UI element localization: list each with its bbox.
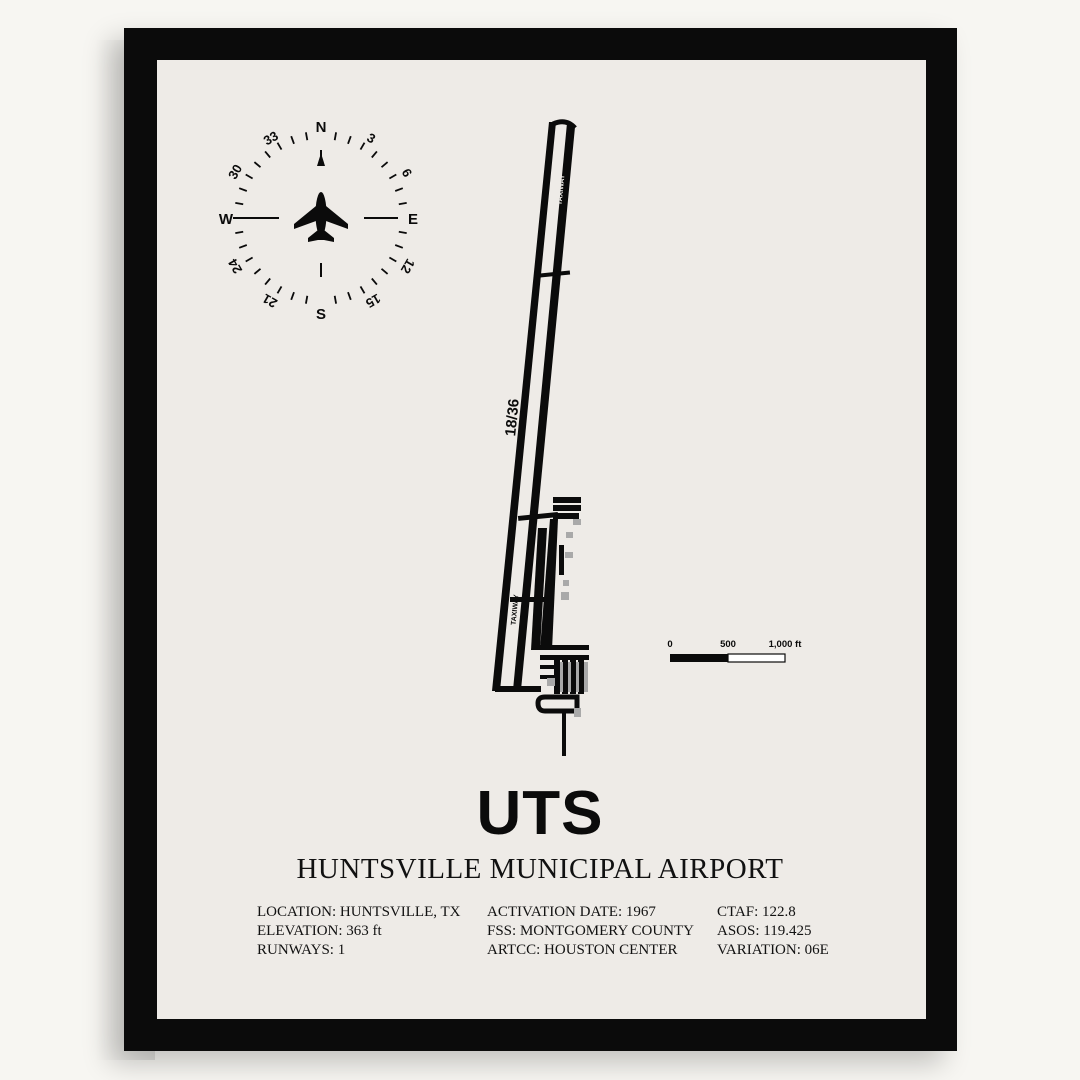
- compass-west-label: W: [219, 211, 234, 228]
- compass-heading-30: 30: [225, 162, 245, 182]
- compass-tick: [388, 173, 397, 180]
- compass-tick: [253, 161, 262, 168]
- compass-tick: [347, 135, 352, 145]
- parallel-taxiway: [513, 123, 575, 690]
- taxiway-label-lower: TAXIWAY: [511, 594, 521, 626]
- compass-east-label: E: [408, 211, 418, 228]
- compass-tick: [245, 173, 254, 180]
- compass-tick: [276, 142, 283, 151]
- compass-heading-24: 24: [225, 256, 246, 277]
- compass-north-label: N: [316, 119, 327, 136]
- taxiway-connector: [495, 686, 541, 692]
- compass-tick: [245, 256, 254, 263]
- compass-tick: [333, 132, 337, 141]
- scale-bar-empty: [727, 653, 786, 663]
- taxiway-hook: [551, 119, 577, 130]
- taxiway-connector: [510, 597, 552, 602]
- taxiway-connector: [517, 512, 559, 521]
- airport-code: UTS: [476, 779, 604, 848]
- scale-bar-filled: [670, 654, 728, 662]
- compass-heading-12: 12: [398, 256, 418, 276]
- apron-lane: [531, 528, 547, 650]
- compass-tick: [398, 230, 407, 234]
- airport-name: HUNTSVILLE MUNICIPAL AIRPORT: [296, 853, 784, 885]
- compass-tick: [394, 187, 404, 192]
- compass-tick: [305, 295, 309, 304]
- info-runways: RUNWAYS: 1: [257, 942, 346, 958]
- compass-tick: [290, 291, 295, 301]
- hangar-block-lower: [535, 645, 589, 756]
- info-artcc: ARTCC: HOUSTON CENTER: [487, 942, 678, 958]
- info-fss: FSS: MONTGOMERY COUNTY: [487, 923, 694, 939]
- taxiway-label-upper: TAXIWAY: [557, 174, 567, 206]
- compass-heading-21: 21: [260, 291, 280, 311]
- airplane-icon: [294, 192, 348, 242]
- apron: [540, 519, 558, 650]
- info-asos: ASOS: 119.425: [717, 923, 812, 939]
- compass-tick: [394, 244, 404, 249]
- scale-label-0: 0: [667, 639, 672, 650]
- compass-tick: [333, 295, 337, 304]
- compass-tick: [388, 256, 397, 263]
- taxiway-connector: [539, 270, 571, 278]
- compass-heading-15: 15: [363, 291, 383, 311]
- info-variation: VARIATION: 06E: [717, 942, 829, 958]
- compass-tick: [238, 244, 248, 249]
- compass-heading-3: 3: [364, 130, 378, 147]
- compass-tick: [276, 285, 283, 294]
- compass-ticks: [235, 132, 407, 304]
- info-column-location: LOCATION: HUNTSVILLE, TX ELEVATION: 363 …: [257, 903, 460, 960]
- compass-tick: [371, 277, 378, 286]
- compass-tick: [380, 268, 389, 275]
- compass-south-label: S: [316, 306, 326, 323]
- compass-tick: [264, 150, 271, 159]
- compass-tick: [235, 230, 244, 234]
- scale-label-1000: 1,000 ft: [769, 639, 803, 650]
- compass-heading-33: 33: [261, 128, 281, 148]
- info-column-radio: CTAF: 122.8 ASOS: 119.425 VARIATION: 06E: [717, 903, 829, 960]
- compass-tick: [264, 277, 271, 286]
- scale-bar: 0 500 1,000 ft: [667, 639, 803, 663]
- compass-tick: [290, 135, 295, 145]
- info-ctaf: CTAF: 122.8: [717, 904, 796, 920]
- compass-tick: [235, 202, 244, 206]
- compass-tick: [253, 268, 262, 275]
- compass-tick: [398, 202, 407, 206]
- airport-diagram: 18/36 TAXIWAY TAXIWAY: [492, 119, 589, 756]
- runway: [492, 122, 556, 691]
- north-arrow-icon: [317, 153, 325, 166]
- info-activation-date: ACTIVATION DATE: 1967: [487, 904, 656, 920]
- compass-rose-icon: N E S W 3 6 12 15 21 24 30 33: [219, 119, 418, 323]
- compass-tick: [359, 285, 366, 294]
- scale-label-500: 500: [720, 639, 736, 650]
- compass-tick: [238, 187, 248, 192]
- compass-tick: [359, 142, 366, 151]
- compass-heading-6: 6: [399, 166, 416, 180]
- compass-tick: [347, 291, 352, 301]
- hangar-block-upper: [553, 497, 581, 600]
- compass-tick: [305, 132, 309, 141]
- compass-tick: [371, 150, 378, 159]
- info-elevation: ELEVATION: 363 ft: [257, 923, 382, 939]
- runway-label: 18/36: [502, 398, 523, 437]
- compass-tick: [380, 161, 389, 168]
- info-column-facilities: ACTIVATION DATE: 1967 FSS: MONTGOMERY CO…: [487, 903, 694, 960]
- info-location: LOCATION: HUNTSVILLE, TX: [257, 904, 461, 920]
